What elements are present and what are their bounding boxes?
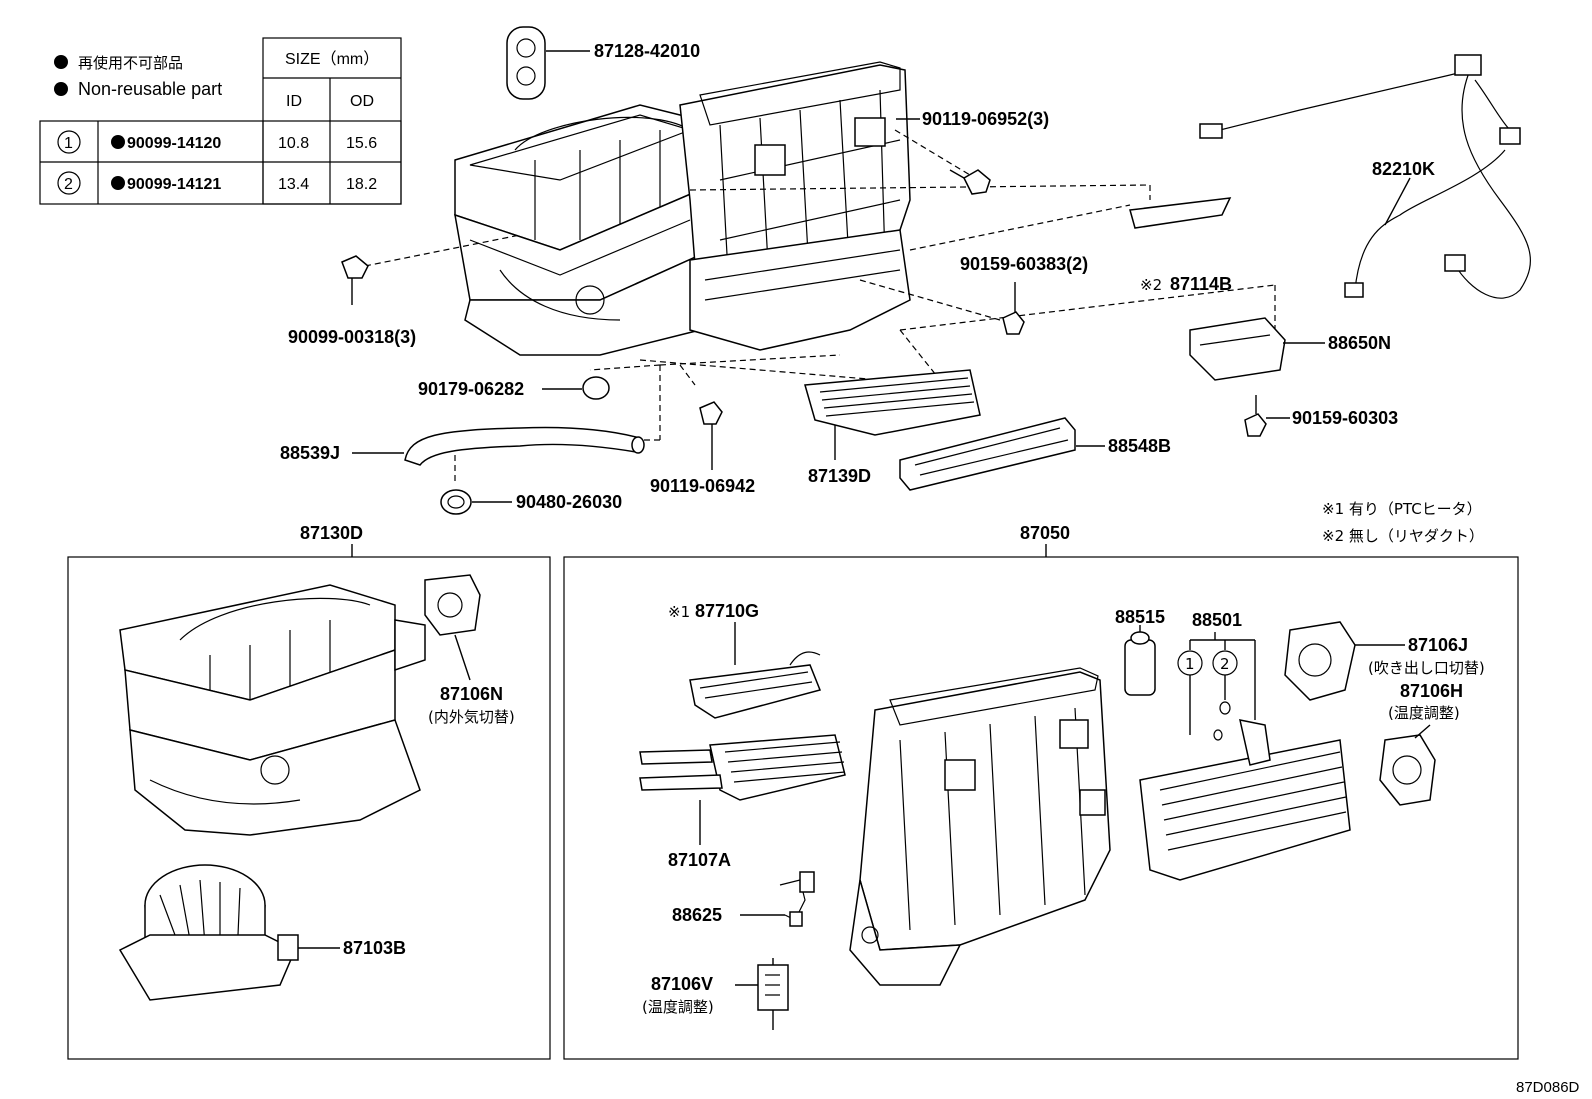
callout-2: 2 <box>1220 655 1230 673</box>
label-87114b: 87114B <box>1170 274 1232 294</box>
callout-1: 1 <box>1185 655 1195 673</box>
label-87106j: 87106J <box>1408 635 1468 655</box>
row-part: 90099-14121 <box>127 176 221 193</box>
actuator-87106j <box>1284 621 1405 701</box>
actuator-87106v <box>735 958 789 1030</box>
label-88650n: 88650N <box>1328 333 1391 353</box>
note-2: ※2 無し（リヤダクト） <box>1322 527 1484 545</box>
row-id: 10.8 <box>278 135 309 152</box>
row-od: 18.2 <box>346 176 377 193</box>
label-88501: 88501 <box>1192 610 1242 630</box>
row-od: 15.6 <box>346 135 377 152</box>
label-87710g: 87710G <box>695 601 759 621</box>
bullet-icon <box>54 55 68 69</box>
label-87106v: 87106V <box>651 974 713 994</box>
sensor-88625 <box>740 871 815 927</box>
legend-jp: 再使用不可部品 <box>78 55 183 72</box>
heater-case-drawing <box>849 667 1111 986</box>
label-90159-60383: 90159-60383(2) <box>960 254 1088 274</box>
sublabel-87106j: (吹き出し口切替) <box>1368 659 1485 677</box>
row-id: 13.4 <box>278 176 309 193</box>
sublabel-87106v: (温度調整) <box>642 998 714 1016</box>
wire-harness-82210k <box>1199 54 1531 299</box>
label-82210k: 82210K <box>1372 159 1435 179</box>
label-87106n: 87106N <box>440 684 503 704</box>
valve-88515 <box>1124 625 1156 696</box>
dashed-guides <box>364 129 1276 485</box>
hose-88539j <box>352 426 645 466</box>
filter-88548b <box>899 417 1105 491</box>
label-90159-60303: 90159-60303 <box>1292 408 1398 428</box>
blower-case-drawing <box>119 584 426 836</box>
size-table: SIZE（mm） ID OD 1 90099-14120 10.8 15.6 2… <box>39 37 402 205</box>
label-88515: 88515 <box>1115 607 1165 627</box>
diagram-code: 87D086D <box>1516 1079 1580 1096</box>
bolt-90119-06942 <box>699 401 723 470</box>
hvac-assembly-drawing <box>454 61 911 356</box>
cap-90179-06282 <box>542 376 610 400</box>
actuator-87106n <box>424 574 481 681</box>
label-87103b: 87103B <box>343 938 406 958</box>
label-88548b: 88548B <box>1108 436 1171 456</box>
label-87128-42010: 87128-42010 <box>594 41 700 61</box>
col-id-header: ID <box>286 93 302 110</box>
label-90099-00318: 90099-00318(3) <box>288 327 416 347</box>
label-90119-06942: 90119-06942 <box>650 476 755 496</box>
label-87106h: 87106H <box>1400 681 1463 701</box>
evaporator-88501: 1 2 <box>1139 632 1351 881</box>
size-header: SIZE（mm） <box>285 50 379 68</box>
blower-motor-87103b <box>118 864 340 1001</box>
label-88625: 88625 <box>672 905 722 925</box>
label-87050: 87050 <box>1020 523 1070 543</box>
sublabel-87106h: (温度調整) <box>1388 704 1460 722</box>
label-90179-06282: 90179-06282 <box>418 379 524 399</box>
label-87139d: 87139D <box>808 466 871 486</box>
bolt-90119-06952 <box>949 169 991 195</box>
mark-87114b: ※2 <box>1140 276 1162 294</box>
actuator-87106h <box>1379 724 1436 806</box>
legend-en: Non-reusable part <box>78 79 222 99</box>
duct-87114b <box>1129 197 1232 229</box>
label-87107a: 87107A <box>668 850 731 870</box>
bolt-90159-60383 <box>1002 282 1025 335</box>
bolt-90099-00318 <box>341 255 369 305</box>
actuator-88650n <box>1189 317 1325 381</box>
row-number: 1 <box>64 135 73 152</box>
box-87130d <box>67 556 551 1060</box>
bullet-icon <box>54 82 68 96</box>
note-1: ※1 有り（PTCヒータ） <box>1322 500 1482 518</box>
label-90119-06952: 90119-06952(3) <box>922 109 1049 129</box>
grommet-87128 <box>506 26 590 100</box>
grommet-90480-26030 <box>440 489 512 515</box>
label-90480-26030: 90480-26030 <box>516 492 622 512</box>
col-od-header: OD <box>350 93 374 110</box>
filter-87139d <box>804 369 981 460</box>
screw-90159-60303 <box>1244 395 1290 437</box>
box-87050 <box>563 556 1519 1060</box>
ptc-heater-87710g <box>689 622 822 719</box>
row-number: 2 <box>64 176 73 193</box>
mark-87710g: ※1 <box>668 603 690 621</box>
row-part: 90099-14120 <box>127 135 221 152</box>
heater-core-87107a <box>639 734 846 845</box>
sublabel-87106n: (内外気切替) <box>428 708 515 726</box>
label-88539j: 88539J <box>280 443 340 463</box>
label-87130d: 87130D <box>300 523 363 543</box>
legend: 再使用不可部品 Non-reusable part <box>54 55 222 99</box>
